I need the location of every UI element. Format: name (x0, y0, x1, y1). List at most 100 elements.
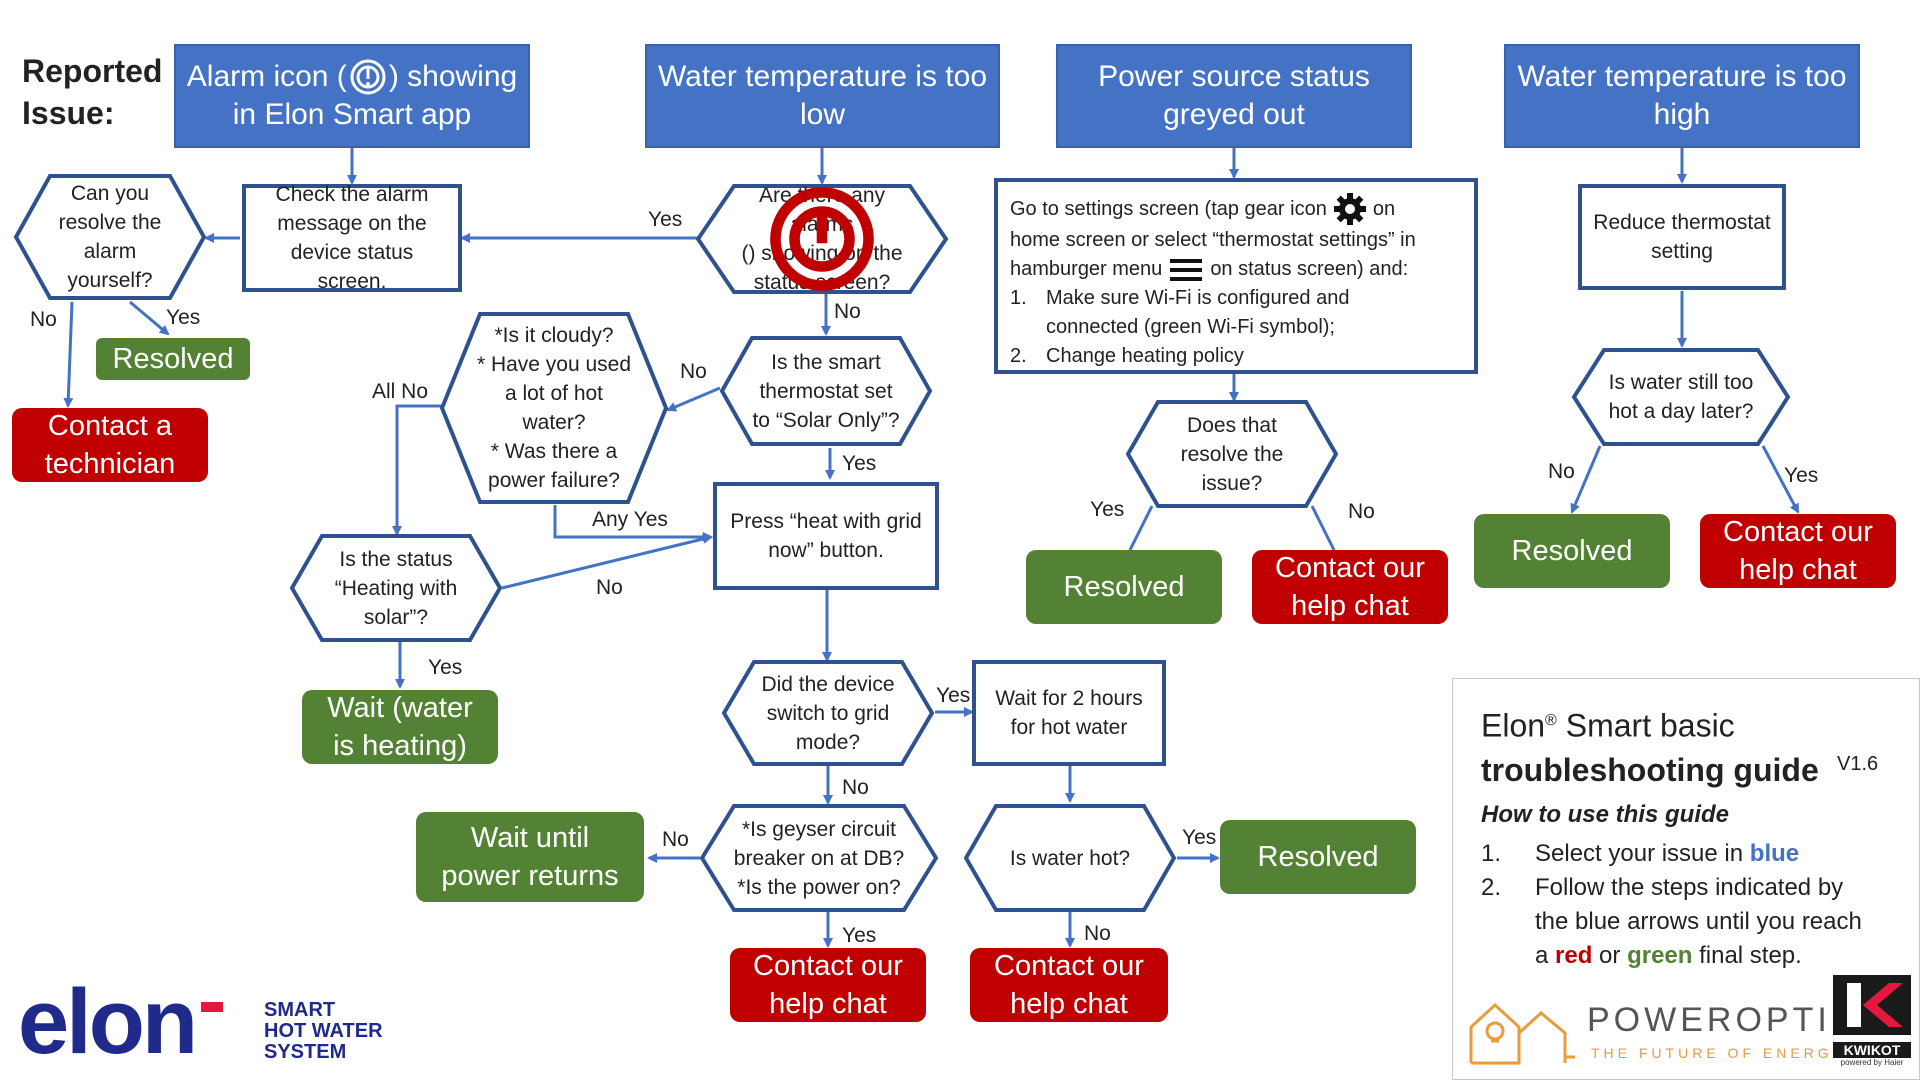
branch-label-yes: Yes (842, 924, 877, 947)
arrow (501, 534, 713, 590)
decision-text: Is water hot? (1009, 846, 1131, 870)
outcome-contact-help-chat: Contact our help chat (1252, 550, 1448, 624)
kwikot-subtext: powered by Haier (1840, 1058, 1904, 1067)
guide-version: V1.6 (1837, 753, 1879, 775)
branch-label-yes: Yes (1784, 464, 1819, 487)
decision-any-alarms: Are there any alarms ( ) showing on the … (695, 184, 949, 294)
issue-water-too-high[interactable]: Water temperature is too high (1504, 44, 1860, 148)
elon-wordmark: elon (18, 971, 198, 1073)
guide-step2-or: or (1592, 942, 1628, 969)
poweroptimal-house-icon (1469, 1002, 1575, 1065)
any-alarms-open-paren: ( (741, 242, 749, 265)
guide-step2-number: 2. (1481, 874, 1502, 901)
kwikot-wordmark: KWIKOT (1833, 1042, 1911, 1058)
issue-alarm-text-pre: Alarm icon ( (186, 60, 347, 93)
branch-label-no: No (1548, 460, 1575, 483)
guide-title-line2: troubleshooting guide (1481, 751, 1819, 788)
outcome-wait-water-heating: Wait (water is heating) (302, 690, 498, 764)
branch-label-no: No (1084, 922, 1111, 945)
guide-title: Elon® Smart basic troubleshooting guide (1481, 699, 1819, 792)
arrow (1570, 445, 1602, 514)
branch-label-no: No (834, 300, 861, 323)
settings-item2: Change heating policy (1046, 345, 1244, 367)
outcome-contact-technician: Contact a technician (12, 408, 208, 482)
arrow (553, 505, 713, 542)
decision-text: Did the device switch to grid mode? (761, 672, 895, 754)
decision-text: *Is it cloudy? * Have you used a lot of … (476, 324, 632, 492)
reported-issue-label: Reported Issue: (22, 53, 163, 131)
outcome-resolved: Resolved (1474, 514, 1670, 588)
decision-text: Is the status “Heating with solar”? (334, 547, 458, 629)
issue-alarm-icon[interactable]: Alarm icon ( ) showing in Elon Smart app (174, 44, 530, 148)
outcome-contact-help-chat: Contact our help chat (970, 948, 1168, 1022)
settings-line1-end: on (1372, 197, 1396, 220)
branch-label-yes: Yes (648, 208, 683, 231)
step-reduce-thermostat: Reduce thermostat setting (1578, 184, 1786, 290)
arrow (129, 300, 170, 336)
guide-panel: Elon® Smart basic troubleshooting guide … (1452, 678, 1920, 1080)
decision-solar-only: Is the smart thermostat set to “Solar On… (719, 336, 933, 446)
decision-heating-with-solar: Is the status “Heating with solar”? (289, 534, 503, 642)
issue-alarm-text-post: ) showing (388, 60, 518, 93)
guide-step2-red: red (1555, 942, 1593, 969)
branch-label-yes: Yes (166, 306, 201, 329)
elon-logo: elon (18, 971, 224, 1073)
step-wait-2-hours: Wait for 2 hours for hot water (972, 660, 1166, 766)
decision-cloudy-checks: *Is it cloudy? * Have you used a lot of … (439, 312, 669, 504)
branch-label-all-no: All No (372, 380, 429, 403)
gear-icon (1333, 193, 1366, 225)
elon-tagline: SMART HOT WATER SYSTEM (264, 999, 383, 1063)
settings-line3: hamburger menu (1010, 258, 1163, 280)
decision-can-resolve-alarm: Can you resolve the alarm yourself? (13, 174, 207, 300)
kwikot-k-icon (1833, 975, 1911, 1035)
branch-label-no: No (30, 308, 57, 331)
decision-text: *Is geyser circuit breaker on at DB? *Is… (733, 817, 905, 899)
branch-label-yes: Yes (428, 656, 463, 679)
guide-step1-text: Select your issue in (1535, 840, 1750, 867)
settings-line3-end: on status screen) and: (1210, 258, 1409, 280)
branch-label-no: No (680, 360, 707, 383)
guide-step2-text: Follow the steps indicated by the blue a… (1535, 874, 1862, 969)
arrow (63, 301, 74, 408)
decision-text: Is the smart thermostat set to “Solar On… (752, 350, 900, 432)
step-go-to-settings: Go to settings screen (tap gear icon on … (994, 178, 1478, 374)
elon-dash (201, 1002, 224, 1012)
outcome-contact-help-chat: Contact our help chat (730, 948, 926, 1022)
step-check-alarm-message: Check the alarm message on the device st… (242, 183, 462, 293)
decision-text: Is water still too hot a day later? (1608, 371, 1754, 423)
branch-label-no: No (596, 576, 623, 599)
kwikot-logo: KWIKOT powered by Haier (1833, 975, 1911, 1073)
decision-still-too-hot: Is water still too hot a day later? (1571, 348, 1791, 446)
hamburger-menu-icon (1170, 258, 1203, 281)
settings-item2-number: 2. (1010, 345, 1027, 367)
issue-alarm-text-line2: in Elon Smart app (232, 98, 472, 131)
guide-howto-heading: How to use this guide (1481, 801, 1730, 828)
branch-label-yes: Yes (842, 452, 877, 475)
decision-water-hot: Is water hot? (963, 804, 1177, 912)
settings-line2: home screen or select “thermostat settin… (1010, 229, 1416, 251)
outcome-wait-power-returns: Wait until power returns (416, 812, 644, 902)
arrow (1761, 445, 1800, 514)
branch-label-yes: Yes (936, 684, 971, 707)
outcome-resolved: Resolved (1220, 820, 1416, 894)
guide-step1-blue: blue (1749, 840, 1800, 867)
issue-power-greyed-out[interactable]: Power source status greyed out (1056, 44, 1412, 148)
branch-label-yes: Yes (1090, 498, 1125, 521)
settings-line1: Go to settings screen (tap gear icon (1010, 197, 1327, 220)
arrow (1128, 505, 1154, 551)
issue-water-too-low[interactable]: Water temperature is too low (645, 44, 1000, 148)
arrow (392, 404, 444, 536)
decision-text: Can you resolve the alarm yourself? (58, 182, 162, 292)
settings-item1-number: 1. (1010, 287, 1027, 309)
decision-text: Does that resolve the issue? (1180, 413, 1284, 495)
decision-breaker-power: *Is geyser circuit breaker on at DB? *Is… (699, 804, 939, 912)
alarm-icon (350, 59, 386, 95)
branch-label-no: No (1348, 500, 1375, 523)
arrow (666, 386, 721, 412)
outcome-resolved: Resolved (1026, 550, 1222, 624)
settings-item1: Make sure Wi-Fi is configured and connec… (1046, 287, 1350, 338)
alarm-icon (770, 187, 874, 291)
guide-title-rest: Smart basic (1556, 707, 1735, 744)
arrow (1310, 505, 1336, 551)
